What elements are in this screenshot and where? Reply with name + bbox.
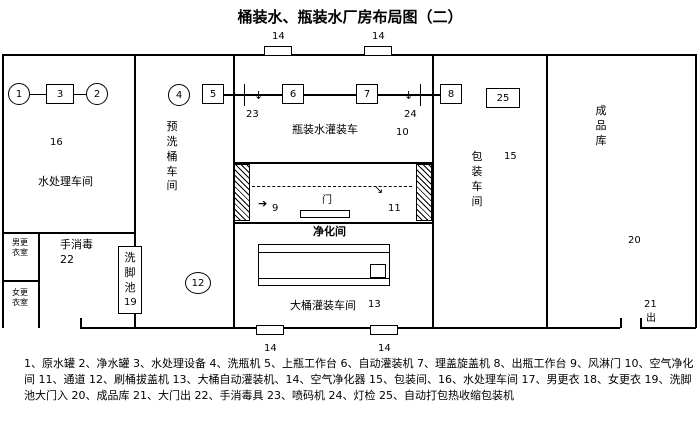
exit-number: 21 bbox=[644, 299, 657, 310]
barrel-filler-rail bbox=[258, 278, 390, 279]
air-purifier-top-right bbox=[364, 46, 392, 56]
purified-water-tank: 2 bbox=[86, 83, 108, 105]
channel-arrow: ↘ bbox=[374, 183, 384, 196]
unloading-table: 8 bbox=[440, 84, 462, 104]
air-purifier-bottom-left bbox=[256, 325, 284, 335]
coder-number: 23 bbox=[246, 109, 259, 120]
raw-water-tank: 1 bbox=[8, 83, 30, 105]
diagram-title: 桶装水、瓶装水厂房布局图（二） bbox=[237, 8, 463, 26]
barrel-filling-number: 13 bbox=[368, 299, 381, 310]
auto-filler: 6 bbox=[282, 84, 304, 104]
shrink-wrapper: 25 bbox=[486, 88, 520, 108]
hand-disinfect-label: 手消毒 bbox=[60, 238, 93, 251]
legend: 1、原水罐 2、净水罐 3、水处理设备 4、洗瓶机 5、上瓶工作台 6、自动灌装… bbox=[24, 357, 694, 402]
air-shower-number: 9 bbox=[272, 203, 279, 214]
inspection-number: 24 bbox=[404, 109, 417, 120]
air-purifier-label: 14 bbox=[272, 31, 285, 42]
prewash-label: 预洗桶车间 bbox=[166, 120, 178, 193]
foot-pool-label: 洗脚池 bbox=[124, 251, 136, 294]
finished-goods-number: 20 bbox=[628, 235, 641, 246]
air-shower-left bbox=[234, 164, 250, 221]
barrel-filling-label: 大桶灌装车间 bbox=[290, 299, 356, 312]
barrel-filler bbox=[258, 244, 390, 286]
air-shower-right bbox=[416, 164, 432, 221]
bottle-filling-label: 瓶装水灌装车 bbox=[292, 123, 358, 136]
water-treatment-equipment: 3 bbox=[46, 84, 74, 104]
exit-label: 出 bbox=[646, 313, 656, 324]
air-purifier-label: 14 bbox=[264, 343, 277, 354]
male-locker-label: 男更衣室 bbox=[12, 238, 28, 257]
air-purifier-label: 14 bbox=[378, 343, 391, 354]
coder-arrow: ↓ bbox=[254, 89, 264, 102]
foot-pool bbox=[118, 246, 142, 314]
purification-room-number: 10 bbox=[396, 127, 409, 138]
hand-disinfect-number: 22 bbox=[60, 253, 74, 266]
female-locker-label: 女更衣室 bbox=[12, 288, 28, 307]
capping-machine: 7 bbox=[356, 84, 378, 104]
finished-goods-label: 成品库 bbox=[595, 104, 607, 147]
shower-arrow: ➔ bbox=[258, 197, 268, 210]
door-label: 门 bbox=[322, 195, 332, 206]
inspection-arrow: ↓ bbox=[404, 89, 414, 102]
conveyor-rail bbox=[244, 84, 245, 106]
door bbox=[300, 210, 350, 218]
barrel-filler-rail bbox=[258, 252, 390, 253]
air-purifier-label: 14 bbox=[372, 31, 385, 42]
corridor-dashed-line bbox=[252, 186, 412, 187]
air-purifier-bottom-right bbox=[370, 325, 398, 335]
water-treatment-label: 水处理车间 bbox=[38, 175, 93, 188]
filling-line bbox=[218, 94, 444, 96]
clean-room-label: 净化间 bbox=[313, 225, 346, 238]
loading-table: 5 bbox=[202, 84, 224, 104]
brush-uncapper: 12 bbox=[185, 272, 211, 294]
packing-number: 15 bbox=[504, 151, 517, 162]
water-treatment-number: 16 bbox=[50, 137, 63, 148]
foot-pool-number: 19 bbox=[124, 297, 137, 308]
channel-number: 11 bbox=[388, 203, 401, 214]
conveyor-rail bbox=[420, 84, 421, 106]
bottle-washer: 4 bbox=[168, 84, 190, 106]
air-purifier-top-left bbox=[264, 46, 292, 56]
packing-label: 包装车间 bbox=[471, 150, 483, 208]
barrel-filler-head bbox=[370, 264, 386, 278]
